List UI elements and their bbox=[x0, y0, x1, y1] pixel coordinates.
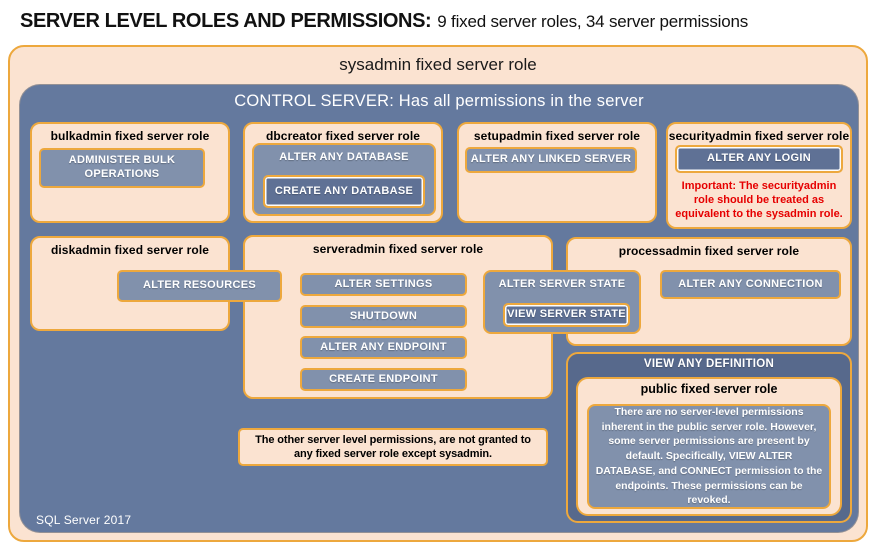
permission-alter-server-state: ALTER SERVER STATE VIEW SERVER STATE bbox=[483, 270, 641, 334]
permission-alter-any-endpoint: ALTER ANY ENDPOINT bbox=[300, 336, 467, 359]
sysadmin-role-title: sysadmin fixed server role bbox=[339, 55, 537, 74]
role-title-setupadmin: setupadmin fixed server role bbox=[473, 129, 641, 143]
permission-alter-any-linked-server: ALTER ANY LINKED SERVER bbox=[465, 147, 637, 173]
role-box-bulkadmin: bulkadmin fixed server role ADMINISTER B… bbox=[30, 122, 230, 223]
permission-alter-settings: ALTER SETTINGS bbox=[300, 273, 467, 296]
permission-alter-any-connection: ALTER ANY CONNECTION bbox=[660, 270, 841, 299]
permission-view-any-definition-label: VIEW ANY DEFINITION bbox=[643, 358, 775, 370]
page-title-sub: 9 fixed server roles, 34 server permissi… bbox=[437, 12, 749, 31]
role-title-public: public fixed server role bbox=[640, 382, 778, 396]
role-box-setupadmin: setupadmin fixed server role ALTER ANY L… bbox=[457, 122, 657, 223]
permission-administer-bulk-operations: ADMINISTER BULK OPERATIONS bbox=[39, 148, 205, 188]
role-title-serveradmin: serveradmin fixed server role bbox=[312, 242, 484, 256]
public-role-description: There are no server-level permissions in… bbox=[587, 404, 831, 509]
role-box-serveradmin: serveradmin fixed server role ALTER SETT… bbox=[243, 235, 553, 399]
control-server-title: CONTROL SERVER: Has all permissions in t… bbox=[234, 92, 644, 110]
permission-create-endpoint: CREATE ENDPOINT bbox=[300, 368, 467, 391]
footnote-box: The other server level permissions, are … bbox=[238, 428, 548, 466]
page-title-main: SERVER LEVEL ROLES AND PERMISSIONS: bbox=[20, 10, 432, 32]
permission-shutdown: SHUTDOWN bbox=[300, 305, 467, 328]
role-box-public: public fixed server role There are no se… bbox=[576, 377, 842, 516]
role-title-dbcreator: dbcreator fixed server role bbox=[265, 129, 421, 143]
permission-alter-any-database: ALTER ANY DATABASE CREATE ANY DATABASE bbox=[252, 143, 436, 216]
permission-alter-any-database-label: ALTER ANY DATABASE bbox=[279, 151, 409, 163]
sql-server-version-label: SQL Server 2017 bbox=[36, 513, 132, 527]
permission-alter-server-state-label: ALTER SERVER STATE bbox=[498, 278, 626, 290]
permission-view-any-definition: VIEW ANY DEFINITION public fixed server … bbox=[566, 352, 852, 523]
permission-view-server-state: VIEW SERVER STATE bbox=[503, 303, 630, 327]
page-title: SERVER LEVEL ROLES AND PERMISSIONS: 9 fix… bbox=[20, 10, 748, 33]
role-title-securityadmin: securityadmin fixed server role bbox=[668, 129, 850, 143]
role-box-dbcreator: dbcreator fixed server role ALTER ANY DA… bbox=[243, 122, 443, 223]
role-title-diskadmin: diskadmin fixed server role bbox=[50, 243, 210, 257]
role-title-bulkadmin: bulkadmin fixed server role bbox=[50, 129, 210, 143]
securityadmin-warning-note: Important: The securityadmin role should… bbox=[675, 180, 843, 220]
permission-create-any-database: CREATE ANY DATABASE bbox=[263, 175, 425, 208]
permission-alter-any-login: ALTER ANY LOGIN bbox=[675, 145, 843, 173]
role-box-securityadmin: securityadmin fixed server role ALTER AN… bbox=[666, 122, 852, 229]
role-title-processadmin: processadmin fixed server role bbox=[618, 244, 800, 258]
permission-alter-resources: ALTER RESOURCES bbox=[117, 270, 282, 302]
